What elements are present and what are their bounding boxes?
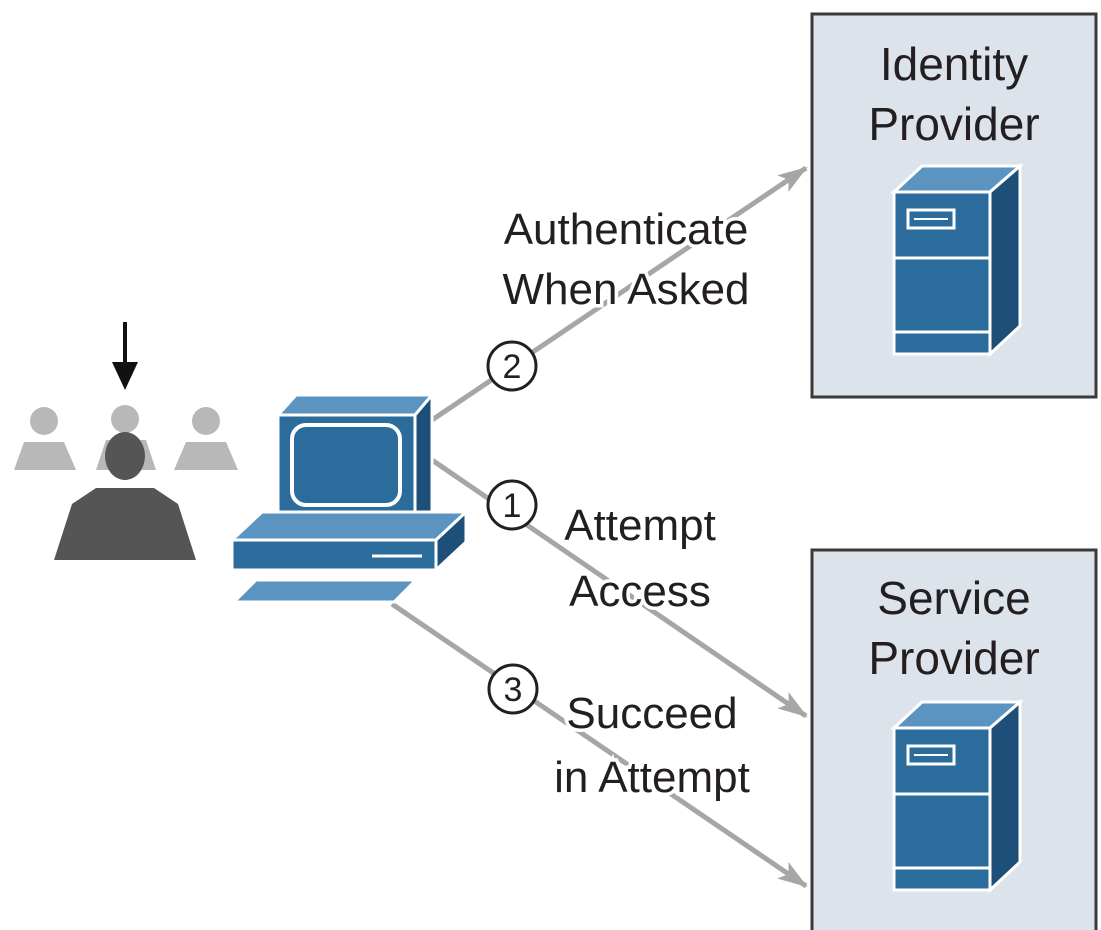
- identity-provider-box: Identity Provider: [810, 12, 1098, 399]
- step-2-number-badge: 2: [486, 340, 538, 392]
- step-3-label-line1: Succeed: [566, 689, 737, 738]
- step-3-number-badge: 3: [487, 663, 539, 715]
- identity-provider-title-line1: Identity: [880, 38, 1028, 90]
- step-3-label-line2: in Attempt: [554, 753, 750, 802]
- service-provider-box: Service Provider: [810, 548, 1098, 930]
- step-2-label-line2: When Asked: [502, 265, 749, 314]
- step-3-label: Succeed in Attempt: [551, 686, 754, 806]
- step-1-label: Attempt Access: [561, 498, 720, 620]
- step-2-label-line1: Authenticate: [504, 205, 749, 254]
- pointer-arrow-icon: [112, 322, 138, 390]
- succeed-arrow: [390, 601, 808, 889]
- server-icon: [890, 162, 1025, 358]
- workstation-icon: [228, 390, 470, 604]
- step-1-label-line1: Attempt: [564, 501, 716, 550]
- identity-provider-title-line2: Provider: [868, 98, 1039, 150]
- users-group-icon: [14, 405, 238, 560]
- step-2-label: Authenticate When Asked: [499, 202, 753, 318]
- step-2-number: 2: [503, 348, 522, 386]
- step-1-number-badge: 1: [486, 479, 538, 531]
- step-3-number: 3: [504, 671, 523, 709]
- service-provider-title-line1: Service: [877, 572, 1030, 624]
- step-1-number: 1: [503, 487, 522, 525]
- user-icon: [54, 432, 196, 560]
- server-icon: [890, 698, 1025, 894]
- step-1-label-line2: Access: [569, 567, 711, 616]
- service-provider-title-line2: Provider: [868, 632, 1039, 684]
